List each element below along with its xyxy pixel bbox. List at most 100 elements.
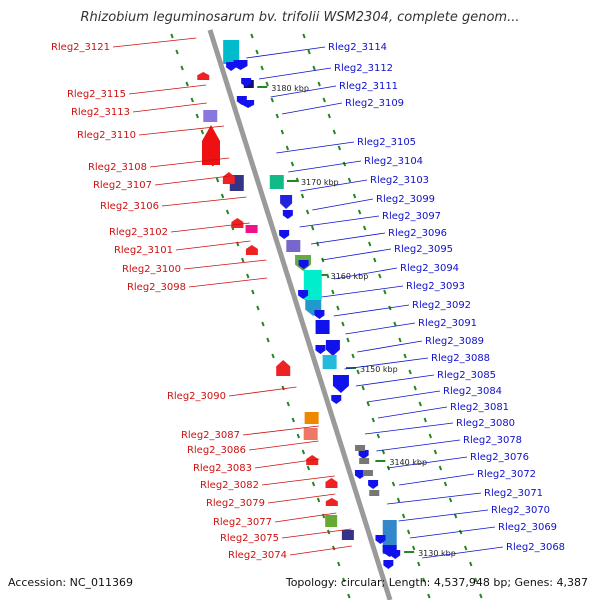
track-dot — [266, 337, 270, 343]
track-dot — [422, 577, 426, 583]
track-dot — [412, 545, 416, 551]
gene-label-right: Rleg2_3088 — [431, 353, 490, 364]
gene-block — [325, 515, 338, 527]
gene-block — [269, 175, 284, 189]
gene-label-left: Rleg2_3098 — [127, 282, 186, 293]
track-dot — [305, 209, 310, 215]
track-dot — [332, 129, 337, 135]
track-dot — [378, 273, 382, 279]
gene-label-left: Rleg2_3100 — [122, 264, 181, 275]
track-dot — [195, 113, 199, 119]
gene-arrow — [325, 498, 338, 506]
gene-arrow — [315, 345, 326, 354]
gene-label-right: Rleg2_3104 — [364, 156, 423, 167]
gene-label-right: Rleg2_3069 — [498, 522, 557, 533]
track-dot — [215, 177, 220, 183]
gene-arrow — [325, 340, 340, 356]
track-dot — [291, 417, 295, 423]
leader-line — [409, 526, 496, 539]
track-dot — [200, 129, 205, 135]
topology-text: Topology: circular; Length: 4,537,948 bp… — [285, 576, 588, 589]
track-dot — [185, 81, 189, 87]
track-dot — [225, 209, 230, 215]
gene-label-right: Rleg2_3080 — [456, 418, 515, 429]
leader-line — [387, 492, 482, 505]
gene-label-left: Rleg2_3106 — [100, 201, 159, 212]
gene-label-left: Rleg2_3074 — [228, 550, 287, 561]
gene-label-left: Rleg2_3086 — [187, 445, 246, 456]
track-dot — [307, 49, 311, 55]
leader-line — [289, 545, 352, 556]
track-dot — [433, 449, 438, 455]
track-dot — [373, 257, 377, 263]
gene-arrow — [226, 62, 237, 71]
track-dot — [286, 401, 290, 407]
track-dot — [401, 513, 406, 519]
track-dot — [393, 321, 397, 327]
leader-line — [281, 528, 352, 539]
gene-arrow — [276, 360, 291, 376]
gene-label-left: Rleg2_3113 — [71, 107, 130, 118]
track-dot — [356, 369, 360, 375]
leader-line — [365, 422, 454, 435]
gene-label-left: Rleg2_3101 — [114, 245, 173, 256]
accession-text: Accession: NC_011369 — [8, 576, 134, 589]
gene-label-right: Rleg2_3070 — [491, 505, 550, 516]
leader-line — [422, 546, 504, 559]
leader-line — [276, 141, 355, 154]
gene-arrow — [331, 395, 342, 404]
gene-block — [303, 428, 318, 440]
leader-line — [281, 102, 343, 115]
track-dot — [310, 225, 315, 231]
track-dot — [295, 177, 300, 183]
track-dot — [180, 65, 184, 71]
gene-label-left: Rleg2_3077 — [213, 517, 272, 528]
gene-label-right: Rleg2_3085 — [437, 370, 496, 381]
gene-arrow — [383, 560, 394, 569]
gene-block — [359, 458, 370, 464]
gene-arrow — [236, 96, 247, 105]
gene-label-left: Rleg2_3110 — [77, 130, 136, 141]
gene-label-right: Rleg2_3105 — [357, 137, 416, 148]
track-dot — [260, 65, 264, 71]
track-dot — [332, 545, 336, 551]
gene-block — [369, 490, 380, 496]
leader-line — [312, 198, 374, 211]
leader-line — [161, 196, 247, 207]
gene-label-left: Rleg2_3102 — [109, 227, 168, 238]
gene-label-left: Rleg2_3090 — [167, 391, 226, 402]
track-dot — [347, 593, 351, 599]
gene-arrow — [279, 230, 290, 239]
leader-line — [366, 390, 441, 403]
gene-arrow — [245, 245, 258, 255]
track-dot — [190, 97, 194, 103]
leader-line — [175, 240, 251, 251]
track-dot — [255, 49, 259, 55]
leader-line — [321, 285, 404, 298]
scale-label: 3130 kbp — [418, 549, 456, 558]
gene-label-left: Rleg2_3082 — [200, 480, 259, 491]
track-dot — [383, 289, 387, 295]
track-dot — [312, 65, 316, 71]
gene-label-right: Rleg2_3091 — [418, 318, 477, 329]
leader-line — [132, 102, 207, 113]
track-dot — [469, 561, 473, 567]
gene-arrow — [298, 260, 309, 269]
gene-label-left: Rleg2_3087 — [181, 430, 240, 441]
track-dot — [357, 209, 362, 215]
track-dot — [170, 33, 174, 39]
leader-line — [398, 509, 489, 522]
track-dot — [300, 193, 305, 199]
leader-line — [299, 215, 380, 228]
track-dot — [366, 401, 370, 407]
track-dot — [346, 337, 350, 343]
leader-line — [112, 37, 197, 48]
gene-label-right: Rleg2_3097 — [382, 211, 441, 222]
track-dot — [361, 385, 365, 391]
gene-arrow — [233, 60, 248, 70]
gene-label-right: Rleg2_3072 — [477, 469, 536, 480]
track-dot — [381, 449, 386, 455]
leader-line — [254, 458, 320, 469]
track-dot — [352, 193, 357, 199]
track-dot — [398, 337, 402, 343]
